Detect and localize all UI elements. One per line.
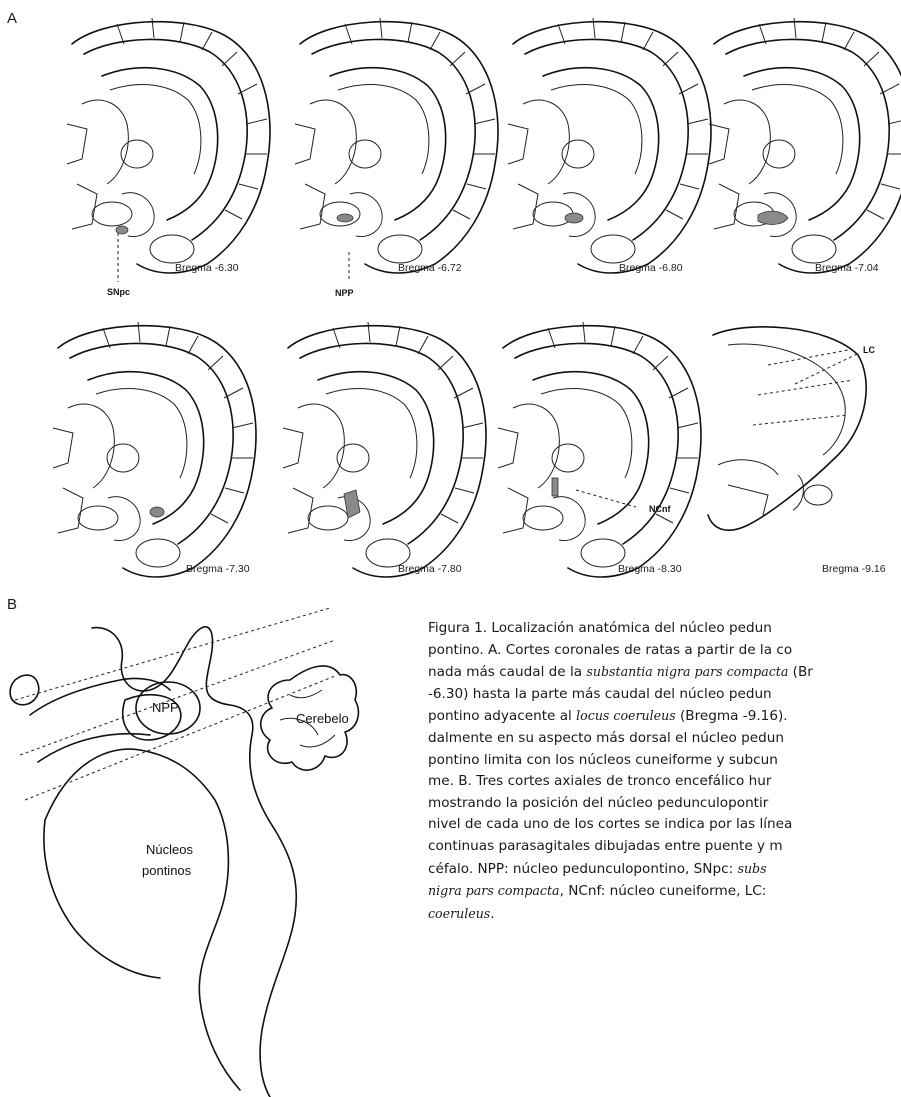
axial-section-line-3 [25,676,335,800]
caption-line: nivel de cada uno de los cortes se indic… [428,814,901,836]
medulla-dorsal-outline [250,735,297,1097]
caption-line: Figura 1. Localización anatómica del núc… [428,618,901,640]
mammillary-body [10,675,39,705]
caption-line: mostrando la posición del núcleo peduncu… [428,793,901,815]
cerebelo-label: Cerebelo [296,711,349,726]
caption-line: nada más caudal de la substantia nigra p… [428,661,901,684]
ncnf-label: NCnf [649,504,671,514]
npp-region [337,214,353,222]
npp-label: NPP [335,288,354,298]
region-3 [565,213,583,223]
caption-line: coeruleus. [428,903,901,926]
lc-label: LC [863,345,875,355]
section-label-5: Bregma -7.30 [186,563,250,575]
superior-colliculus-outline [30,678,170,715]
nucleos-label-2: pontinos [142,863,192,878]
axial-section-line-1 [15,608,330,700]
caption-line: dalmente en su aspecto más dorsal el núc… [428,728,901,750]
section-label-8: Bregma -9.16 [822,563,886,575]
region-4 [758,211,788,224]
section-label-1: Bregma -6.30 [175,262,239,274]
axial-section-line-2 [20,640,335,755]
section-label-2: Bregma -6.72 [398,262,462,274]
nucleos-label-1: Núcleos [146,842,193,857]
caption-line: -6.30) hasta la parte más caudal del núc… [428,684,901,706]
caption-line: nigra pars compacta, NCnf: núcleo cuneif… [428,880,901,903]
region-5 [150,507,164,517]
region-7 [552,478,558,496]
snpc-label: SNpc [107,287,130,297]
npp-diagram-label: NPP [152,700,179,715]
coronal-atlas-sections: SNpc Bregma -6.30 NPP Bregma -6.72 Bregm… [0,0,901,590]
section-label-3: Bregma -6.80 [619,262,683,274]
sagittal-brainstem-diagram: NPP Cerebelo Núcleos pontinos [0,600,360,1097]
caption-line: pontino adyacente al locus coeruleus (Br… [428,705,901,728]
caption-line: pontino. A. Cortes coronales de ratas a … [428,640,901,662]
caption-line: pontino limita con los núcleos cuneiform… [428,750,901,772]
caption-line: continuas parasagitales dibujadas entre … [428,836,901,858]
pons-ventral-outline [45,749,240,1090]
pons-front-outline [44,820,160,978]
section-label-7: Bregma -8.30 [618,563,682,575]
section-label-6: Bregma -7.80 [398,563,462,575]
section-label-4: Bregma -7.04 [815,262,879,274]
caption-line: me. B. Tres cortes axiales de tronco enc… [428,771,901,793]
figure-caption: Figura 1. Localización anatómica del núc… [428,618,901,925]
snpc-region [116,226,128,234]
caption-line: céfalo. NPP: núcleo pedunculopontino, SN… [428,858,901,881]
